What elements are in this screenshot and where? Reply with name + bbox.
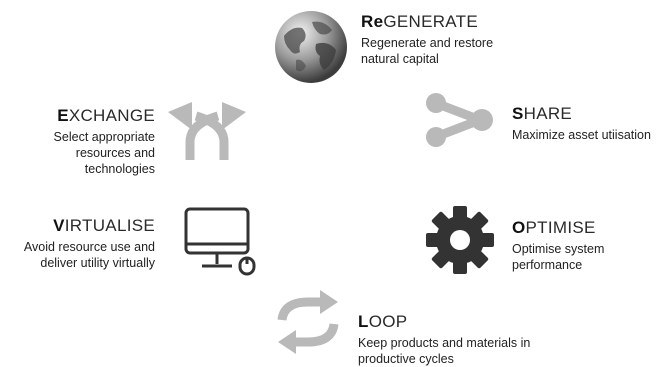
optimise-title: OPTIMISE: [512, 218, 596, 237]
virtualise-title: VIRTUALISE: [53, 216, 155, 235]
share-description: Maximize asset utiisation: [512, 128, 651, 142]
exchange-block: EXCHANGE Select appropriate resources an…: [54, 106, 155, 177]
loop-block: LOOP Keep products and materials in prod…: [358, 312, 530, 367]
regenerate-title: ReGENERATE: [361, 12, 478, 31]
exchange-arrows-icon: [166, 94, 248, 160]
regenerate-description: Regenerate and restore natural capital: [361, 36, 494, 66]
virtualise-block: VIRTUALISE Avoid resource use and delive…: [24, 216, 155, 271]
regenerate-block: ReGENERATE Regenerate and restore natura…: [361, 12, 493, 67]
share-block: SHARE Maximize asset utiisation: [512, 104, 651, 143]
globe-icon: [272, 8, 350, 86]
computer-monitor-icon: [182, 206, 262, 278]
loop-title: LOOP: [358, 312, 408, 331]
exchange-title: EXCHANGE: [57, 106, 155, 125]
exchange-description: Select appropriate resources and technol…: [53, 130, 155, 176]
optimise-block: OPTIMISE Optimise system performance: [512, 218, 604, 273]
gear-icon: [424, 204, 496, 276]
optimise-description: Optimise system performance: [512, 242, 605, 272]
recycle-arrows-icon: [272, 290, 344, 354]
virtualise-description: Avoid resource use and deliver utility v…: [23, 240, 155, 270]
loop-description: Keep products and materials in productiv…: [358, 336, 531, 366]
share-title: SHARE: [512, 104, 573, 123]
share-icon: [424, 92, 494, 148]
